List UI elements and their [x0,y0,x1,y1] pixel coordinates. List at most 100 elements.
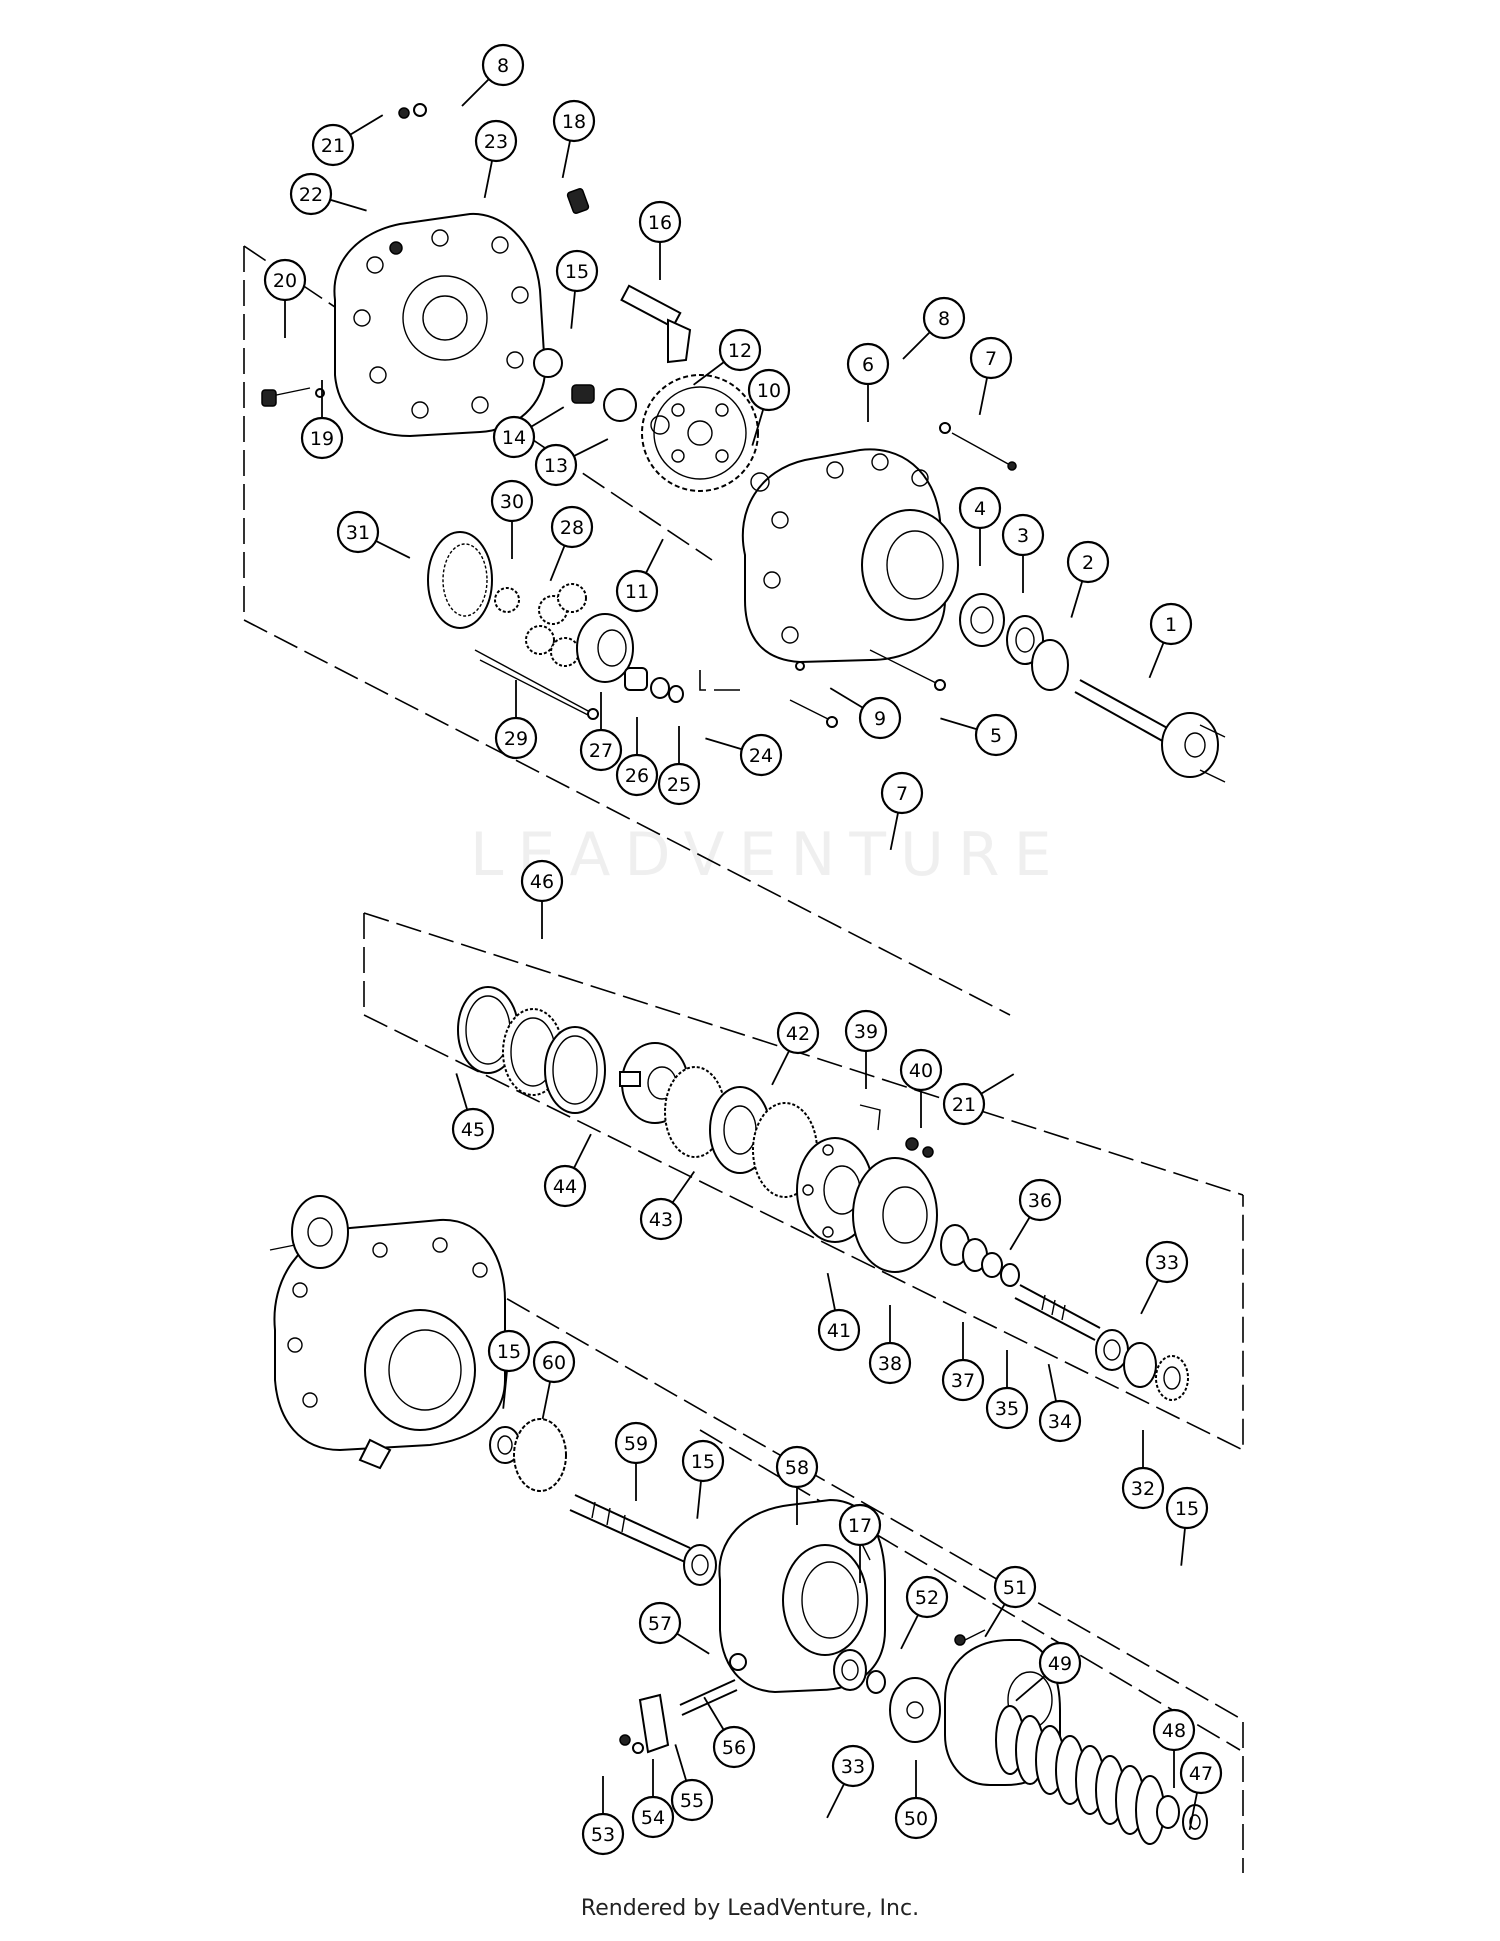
callout-26[interactable]: 26 [615,753,659,797]
callout-18[interactable]: 18 [552,99,596,143]
callout-50[interactable]: 50 [894,1796,938,1840]
callout-7[interactable]: 7 [969,336,1013,380]
callout-47[interactable]: 47 [1179,1751,1223,1795]
callout-9[interactable]: 9 [858,696,902,740]
callout-15[interactable]: 15 [487,1329,531,1373]
callout-55[interactable]: 55 [670,1778,714,1822]
callout-11[interactable]: 11 [615,569,659,613]
callout-53[interactable]: 53 [581,1812,625,1856]
callout-39[interactable]: 39 [844,1009,888,1053]
callout-circle [543,1164,587,1208]
callout-circle [639,1197,683,1241]
callout-48[interactable]: 48 [1152,1708,1196,1752]
callout-29[interactable]: 29 [494,716,538,760]
callout-40[interactable]: 40 [899,1048,943,1092]
callout-42[interactable]: 42 [776,1011,820,1055]
callout-43[interactable]: 43 [639,1197,683,1241]
callout-20[interactable]: 20 [263,258,307,302]
callout-16[interactable]: 16 [638,200,682,244]
callout-circle [615,569,659,613]
callout-4[interactable]: 4 [958,486,1002,530]
shaft-34 [1014,1284,1101,1341]
callout-6[interactable]: 6 [846,342,890,386]
callout-circle [581,1812,625,1856]
callout-7[interactable]: 7 [880,771,924,815]
callout-38[interactable]: 38 [868,1341,912,1385]
callout-45[interactable]: 45 [451,1107,495,1151]
callout-leader-2 [1070,580,1084,618]
callout-57[interactable]: 57 [638,1601,682,1645]
callout-circle [969,336,1013,380]
callout-10[interactable]: 10 [747,368,791,412]
callout-circle [552,99,596,143]
callout-28[interactable]: 28 [550,505,594,549]
callout-number: 2 [1082,552,1094,574]
callout-12[interactable]: 12 [718,328,762,372]
callout-56[interactable]: 56 [712,1725,756,1769]
callout-number: 37 [951,1370,975,1392]
callout-33[interactable]: 33 [1145,1240,1189,1284]
callout-leader-15 [1180,1527,1186,1566]
callout-49[interactable]: 49 [1038,1641,1082,1685]
callout-51[interactable]: 51 [993,1565,1037,1609]
callout-leader-10 [751,408,765,446]
callout-8[interactable]: 8 [481,43,525,87]
callout-31[interactable]: 31 [336,510,380,554]
callout-15[interactable]: 15 [681,1439,725,1483]
callout-59[interactable]: 59 [614,1421,658,1465]
callout-34[interactable]: 34 [1038,1399,1082,1443]
clutch-rings [457,986,606,1114]
callout-33[interactable]: 33 [831,1744,875,1788]
callout-54[interactable]: 54 [631,1795,675,1839]
callout-leader-44 [573,1133,592,1169]
callout-circle [958,486,1002,530]
callout-37[interactable]: 37 [941,1358,985,1402]
callout-leader-14 [530,406,565,428]
callout-2[interactable]: 2 [1066,540,1110,584]
callout-32[interactable]: 32 [1121,1466,1165,1510]
callout-8[interactable]: 8 [922,296,966,340]
callout-58[interactable]: 58 [775,1445,819,1489]
callout-44[interactable]: 44 [543,1164,587,1208]
callout-46[interactable]: 46 [520,859,564,903]
callout-leader-41 [826,1272,836,1311]
callout-22[interactable]: 22 [289,172,333,216]
callout-30[interactable]: 30 [490,479,534,523]
callout-1[interactable]: 1 [1149,602,1193,646]
callout-leader-51 [984,1603,1006,1638]
callout-17[interactable]: 17 [838,1503,882,1547]
callout-24[interactable]: 24 [739,733,783,777]
callout-leader-28 [549,545,566,582]
callout-leader-34 [1047,1363,1057,1402]
callout-14[interactable]: 14 [492,415,536,459]
callout-13[interactable]: 13 [534,443,578,487]
callout-21[interactable]: 21 [942,1082,986,1126]
bearing-15-bottom [683,1544,717,1586]
callout-35[interactable]: 35 [985,1386,1029,1430]
callout-number: 24 [749,745,773,767]
callout-circle [311,123,355,167]
callout-25[interactable]: 25 [657,762,701,806]
callout-number: 38 [878,1353,902,1375]
callout-23[interactable]: 23 [474,119,518,163]
callout-3[interactable]: 3 [1001,513,1045,557]
callout-5[interactable]: 5 [974,713,1018,757]
callout-36[interactable]: 36 [1018,1178,1062,1222]
callout-52[interactable]: 52 [905,1575,949,1619]
callout-number: 32 [1131,1478,1155,1500]
callout-circle [1179,1751,1223,1795]
callout-number: 49 [1048,1653,1072,1675]
callout-15[interactable]: 15 [555,249,599,293]
callout-19[interactable]: 19 [300,416,344,460]
callout-number: 21 [952,1094,976,1116]
clutch-plates-42-43 [664,1066,818,1198]
callout-leader-1 [1148,642,1165,679]
callout-circle [868,1341,912,1385]
callout-15[interactable]: 15 [1165,1486,1209,1530]
callout-circle [614,1421,658,1465]
callout-21[interactable]: 21 [311,123,355,167]
callout-60[interactable]: 60 [532,1340,576,1384]
callout-41[interactable]: 41 [817,1308,861,1352]
callout-number: 22 [299,184,323,206]
callout-27[interactable]: 27 [579,728,623,772]
